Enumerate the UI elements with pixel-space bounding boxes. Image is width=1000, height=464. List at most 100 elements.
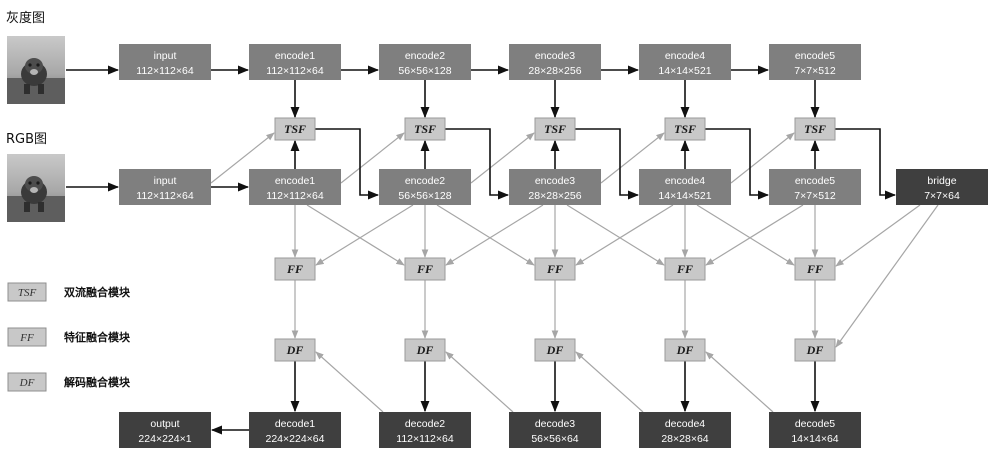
legend-item-tsf: TSF 双流融合模块 bbox=[7, 282, 131, 302]
tsf-module-3-label: TSF bbox=[544, 122, 566, 136]
rgb-encode3-block-box bbox=[509, 169, 601, 205]
rgb-encode1-block: encode1 112×112×64 bbox=[249, 169, 341, 205]
output-block-title: output bbox=[150, 418, 179, 430]
ff-module-1: FF bbox=[274, 257, 316, 281]
ff-module-3: FF bbox=[534, 257, 576, 281]
tsf-module-3-box bbox=[534, 117, 576, 141]
df-module-1-label: DF bbox=[286, 343, 304, 357]
gray-encode3-block-title: encode3 bbox=[535, 50, 575, 62]
decode2-block-dims: 112×112×64 bbox=[396, 433, 454, 445]
diagram-blocks: input 112×112×64 encode1 112×112×64 encode2 5… bbox=[119, 44, 988, 448]
gray-image-title: 灰度图 bbox=[6, 10, 45, 26]
df-module-2-label: DF bbox=[416, 343, 434, 357]
legend-df-label: 解码融合模块 bbox=[64, 375, 131, 389]
tsf-module-2-box bbox=[404, 117, 446, 141]
tsf-module-4: TSF bbox=[664, 117, 706, 141]
ff-df-connections bbox=[210, 132, 939, 413]
bridge-block-box bbox=[896, 169, 988, 205]
rgb-input-block-title: input bbox=[154, 175, 177, 187]
decode5-block-dims: 14×14×64 bbox=[791, 433, 838, 445]
rgb-encode3-block-title: encode3 bbox=[535, 175, 575, 187]
gray-encode3-block-box bbox=[509, 44, 601, 80]
rgb-encode4-block-box bbox=[639, 169, 731, 205]
rgb-encode2-block-dims: 56×56×128 bbox=[398, 190, 451, 202]
ff-module-4-box bbox=[664, 257, 706, 281]
decode4-block-title: decode4 bbox=[665, 418, 705, 430]
gray-input-block-dims: 112×112×64 bbox=[136, 65, 194, 77]
rgb-input-image bbox=[7, 154, 65, 222]
gray-encode2-block-title: encode2 bbox=[405, 50, 445, 62]
legend-ff-abbr: FF bbox=[19, 332, 34, 344]
decode3-block-dims: 56×56×64 bbox=[531, 433, 578, 445]
rgb-encode5-block-dims: 7×7×512 bbox=[794, 190, 836, 202]
tsf-module-1-label: TSF bbox=[284, 122, 306, 136]
decode2-block-box bbox=[379, 412, 471, 448]
rgb-encode1-block-dims: 112×112×64 bbox=[266, 190, 324, 202]
df-module-4-box bbox=[664, 338, 706, 362]
decode5-block-title: decode5 bbox=[795, 418, 835, 430]
decode5-block-box bbox=[769, 412, 861, 448]
decode3-block-title: decode3 bbox=[535, 418, 575, 430]
legend-item-df: DF 解码融合模块 bbox=[7, 372, 131, 392]
rgb-encode4-block-dims: 14×14×521 bbox=[658, 190, 711, 202]
tsf-module-2-label: TSF bbox=[414, 122, 436, 136]
rgb-image-title: RGB图 bbox=[6, 132, 47, 147]
tsf-module-5-box bbox=[794, 117, 836, 141]
legend-tsf-label: 双流融合模块 bbox=[64, 285, 131, 299]
rgb-encode2-block: encode2 56×56×128 bbox=[379, 169, 471, 205]
decode4-block-box bbox=[639, 412, 731, 448]
df-module-5-label: DF bbox=[806, 343, 824, 357]
bridge-block-title: bridge bbox=[927, 175, 956, 187]
gray-input-image bbox=[7, 36, 65, 104]
tsf-module-1: TSF bbox=[274, 117, 316, 141]
gray-encode3-block: encode3 28×28×256 bbox=[509, 44, 601, 80]
ff-module-1-label: FF bbox=[286, 262, 303, 276]
main-flow-connections bbox=[66, 65, 897, 435]
gray-input-block-title: input bbox=[154, 50, 177, 62]
ff-module-5: FF bbox=[794, 257, 836, 281]
decode1-block-title: decode1 bbox=[275, 418, 315, 430]
decode2-block-title: decode2 bbox=[405, 418, 445, 430]
ff-module-1-box bbox=[274, 257, 316, 281]
df-module-2-box bbox=[404, 338, 446, 362]
legend: TSF 双流融合模块 FF 特征融合模块 DF 解码融合模块 bbox=[7, 282, 131, 392]
output-block-box bbox=[119, 412, 211, 448]
decode3-block: decode3 56×56×64 bbox=[509, 412, 601, 448]
rgb-encode2-block-box bbox=[379, 169, 471, 205]
rgb-encode5-block-box bbox=[769, 169, 861, 205]
decode2-block: decode2 112×112×64 bbox=[379, 412, 471, 448]
gray-encode3-block-dims: 28×28×256 bbox=[528, 65, 581, 77]
df-module-1: DF bbox=[274, 338, 316, 362]
rgb-encode2-block-title: encode2 bbox=[405, 175, 445, 187]
gray-encode5-block-title: encode5 bbox=[795, 50, 835, 62]
legend-tsf-abbr: TSF bbox=[18, 287, 37, 299]
ff-module-2-label: FF bbox=[416, 262, 433, 276]
ff-module-5-box bbox=[794, 257, 836, 281]
rgb-encode3-block-dims: 28×28×256 bbox=[528, 190, 581, 202]
ff-module-5-label: FF bbox=[806, 262, 823, 276]
gray-encode2-block-box bbox=[379, 44, 471, 80]
rgb-encode1-block-box bbox=[249, 169, 341, 205]
tsf-module-4-box bbox=[664, 117, 706, 141]
gray-input-block: input 112×112×64 bbox=[119, 44, 211, 80]
df-module-1-box bbox=[274, 338, 316, 362]
rgb-encode5-block-title: encode5 bbox=[795, 175, 835, 187]
rgb-encode5-block: encode5 7×7×512 bbox=[769, 169, 861, 205]
rgb-encode1-block-title: encode1 bbox=[275, 175, 315, 187]
output-block-dims: 224×224×1 bbox=[138, 433, 191, 445]
ff-module-3-label: FF bbox=[546, 262, 563, 276]
ff-module-3-box bbox=[534, 257, 576, 281]
decode5-block: decode5 14×14×64 bbox=[769, 412, 861, 448]
df-module-5-box bbox=[794, 338, 836, 362]
df-module-5: DF bbox=[794, 338, 836, 362]
df-module-4-label: DF bbox=[676, 343, 694, 357]
